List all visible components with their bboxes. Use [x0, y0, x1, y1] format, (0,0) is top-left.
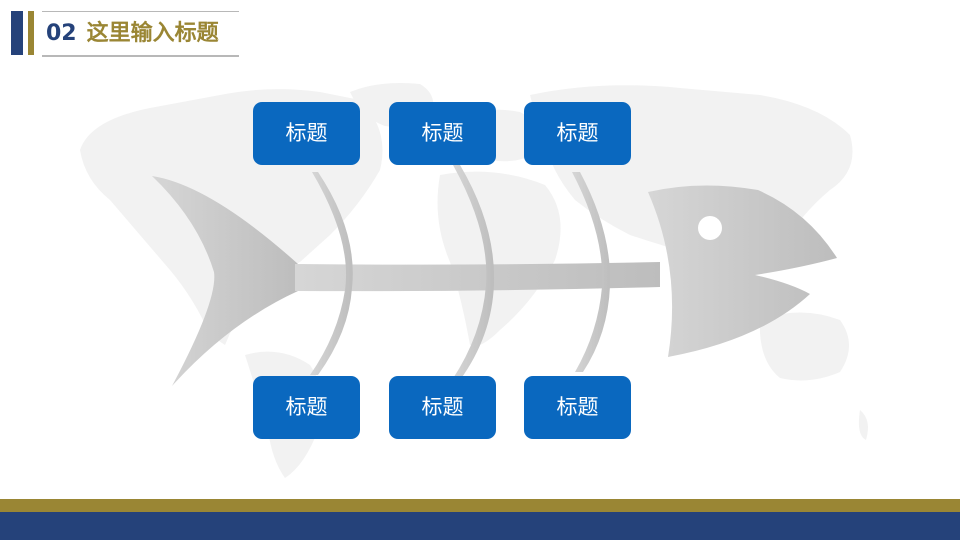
fishbone-label-bottom-1[interactable]: 标题 [253, 376, 360, 439]
header-accent-bar [11, 11, 23, 55]
header-divider [42, 55, 239, 57]
fish-tail [152, 176, 298, 386]
fish-head [648, 185, 837, 357]
header-divider [42, 11, 239, 12]
fishbone-label-bottom-3[interactable]: 标题 [524, 376, 631, 439]
fish-rib [572, 172, 611, 372]
page-title: 02 这里输入标题 [46, 17, 219, 51]
fish-rib [310, 172, 353, 375]
fish-spine [295, 262, 660, 292]
section-number: 02 [46, 21, 77, 46]
fishbone-label-top-1[interactable]: 标题 [253, 102, 360, 165]
fishbone-label-bottom-2[interactable]: 标题 [389, 376, 496, 439]
header-accent-bar-gold [28, 11, 34, 55]
fishbone-label-top-2[interactable]: 标题 [389, 102, 496, 165]
fish-rib [452, 165, 495, 380]
fish-eye [698, 216, 722, 240]
fishbone-label-top-3[interactable]: 标题 [524, 102, 631, 165]
footer-stripe-navy [0, 512, 960, 540]
section-title: 这里输入标题 [86, 21, 219, 46]
footer-stripe-gold [0, 499, 960, 512]
